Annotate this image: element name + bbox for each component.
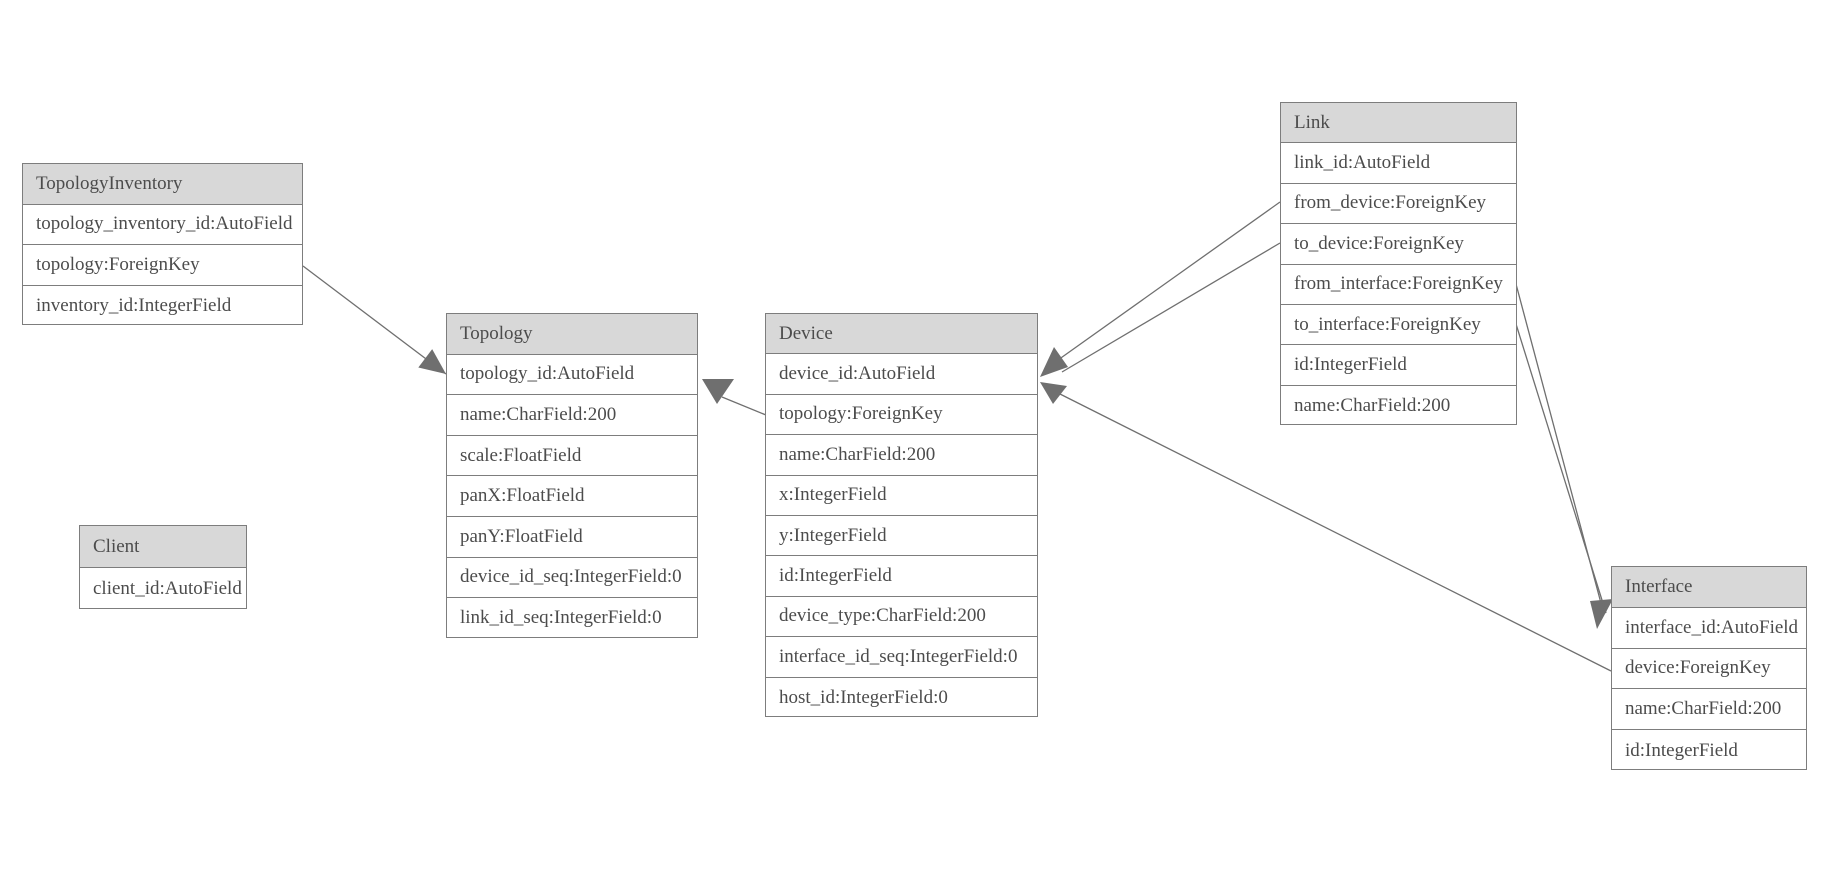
field-row-id: id:IntegerField xyxy=(1625,739,1738,761)
field-row-y: y:IntegerField xyxy=(766,516,1037,557)
field-row-to_interface: to_interface:ForeignKey xyxy=(1281,305,1516,346)
field-row-scale: scale:FloatField xyxy=(447,436,697,477)
edge-link-to-device-to-device-id xyxy=(1061,242,1281,373)
field-row-topology: topology:ForeignKey xyxy=(23,245,302,286)
field-row-device_id_seq: device_id_seq:IntegerField:0 xyxy=(447,558,697,599)
entity-header-link: Link xyxy=(1281,103,1516,144)
edge-link-from-device-to-device-id xyxy=(1040,201,1281,377)
edge-line xyxy=(721,396,767,416)
field-row-topology_id: topology_id:AutoField xyxy=(447,355,697,396)
field-row-interface_id: interface_id:AutoField xyxy=(1612,608,1806,649)
entity-header-interface: Interface xyxy=(1612,567,1806,608)
field-row-id: id:IntegerField xyxy=(766,556,1037,597)
field-row-name: name:CharField:200 xyxy=(766,435,1037,476)
field-row-topology: topology:ForeignKey xyxy=(766,395,1037,436)
field-row-device_type: device_type:CharField:200 xyxy=(766,597,1037,638)
field-row-inventory_id: inventory_id:IntegerField xyxy=(36,294,232,316)
arrowhead xyxy=(1040,382,1067,404)
field-row-link_id: link_id:AutoField xyxy=(1281,143,1516,184)
edge-line xyxy=(302,265,447,375)
field-row-name: name:CharField:200 xyxy=(1612,689,1806,731)
field-row-from_device: from_device:ForeignKey xyxy=(1281,184,1516,225)
entity-table-client: Client client_id:AutoField xyxy=(79,525,247,609)
arrowhead xyxy=(702,379,734,404)
field-row-panX: panX:FloatField xyxy=(447,476,697,517)
edge-line xyxy=(1515,323,1607,614)
edge-topologyinventory-topology-to-topology-id xyxy=(302,265,447,375)
edge-device-topology-to-topology-id xyxy=(702,379,767,416)
field-row-panY: panY:FloatField xyxy=(447,517,697,558)
entity-header-client: Client xyxy=(80,526,246,568)
field-row-host_id: host_id:IntegerField:0 xyxy=(779,686,948,708)
edge-line xyxy=(1061,242,1281,373)
edge-link-to-interface-to-interface-id xyxy=(1515,323,1607,614)
entity-header-topologyinventory: TopologyInventory xyxy=(23,164,302,205)
entity-header-device: Device xyxy=(766,314,1037,355)
field-row-from_interface: from_interface:ForeignKey xyxy=(1281,265,1516,305)
field-row-id: id:IntegerField xyxy=(1281,345,1516,386)
field-row-device: device:ForeignKey xyxy=(1612,649,1806,690)
field-row-client_id: client_id:AutoField xyxy=(93,578,242,599)
field-row-name: name:CharField:200 xyxy=(447,395,697,436)
field-row-x: x:IntegerField xyxy=(766,476,1037,516)
edge-line xyxy=(1057,201,1281,361)
field-row-topology_inventory_id: topology_inventory_id:AutoField xyxy=(23,205,302,245)
edge-line xyxy=(1057,392,1612,672)
edge-interface-device-to-device-id xyxy=(1040,382,1612,672)
field-row-to_device: to_device:ForeignKey xyxy=(1281,224,1516,265)
field-row-interface_id_seq: interface_id_seq:IntegerField:0 xyxy=(766,637,1037,678)
field-row-device_id: device_id:AutoField xyxy=(766,354,1037,395)
field-row-name: name:CharField:200 xyxy=(1294,394,1451,416)
arrowhead xyxy=(1590,599,1613,629)
arrowhead xyxy=(1040,347,1068,377)
edge-link-from-interface-to-interface-id xyxy=(1515,283,1613,629)
field-row-link_id_seq: link_id_seq:IntegerField:0 xyxy=(460,607,662,629)
entity-header-topology: Topology xyxy=(447,314,697,355)
arrowhead xyxy=(418,349,446,374)
